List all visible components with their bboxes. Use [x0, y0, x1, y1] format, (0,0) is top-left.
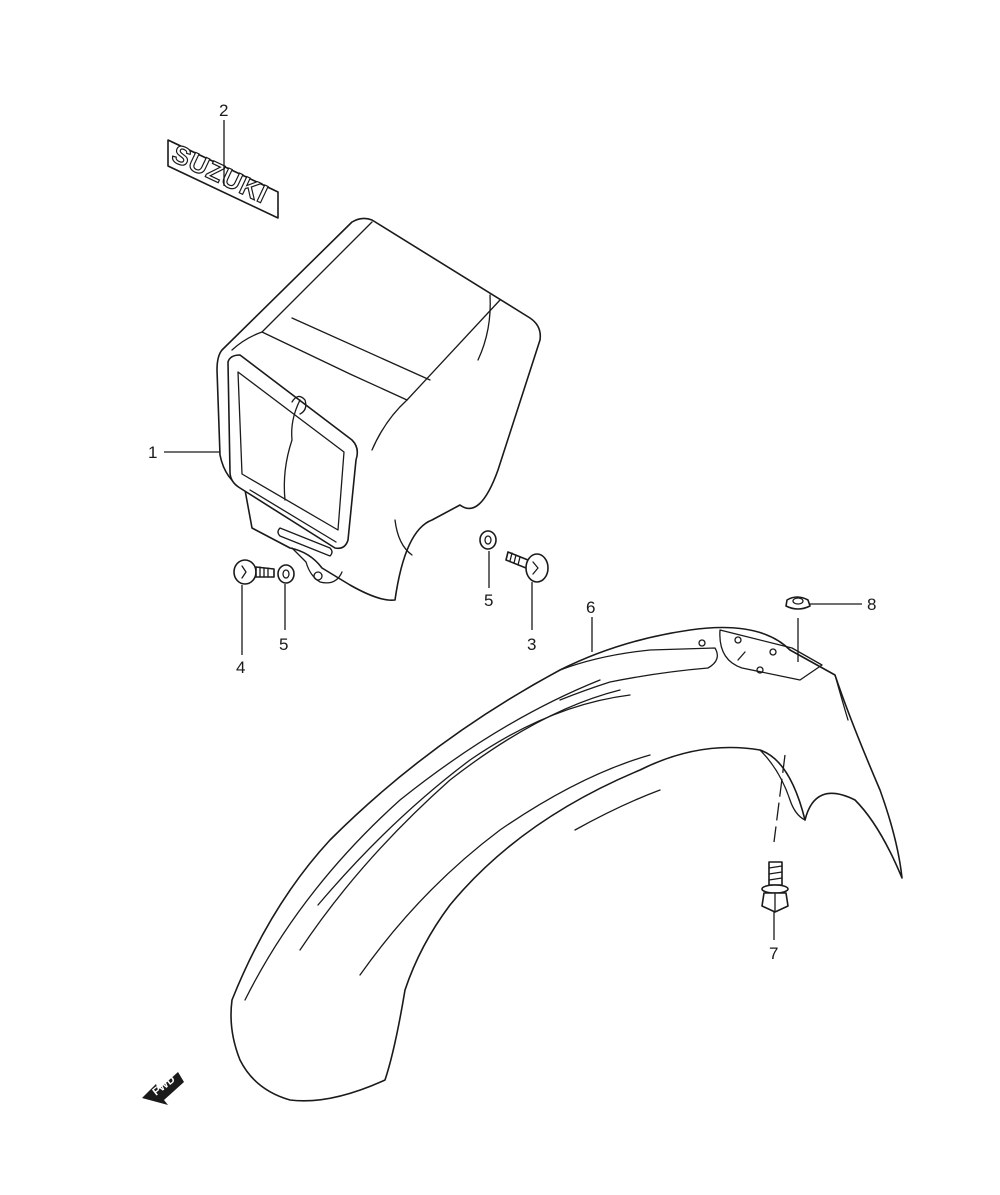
callout-5-left: 5 [279, 635, 288, 654]
washer-5-left [277, 564, 295, 584]
callout-7: 7 [769, 944, 778, 963]
callout-numbers: 2 1 4 5 5 3 6 8 7 [148, 101, 876, 963]
bolt-4 [233, 559, 275, 585]
front-fender [230, 626, 903, 1102]
suzuki-emblem: SUZUKI [167, 138, 279, 219]
callout-8: 8 [867, 595, 876, 614]
callout-5-right: 5 [484, 591, 493, 610]
callout-1: 1 [148, 443, 157, 462]
headlight-cowl [216, 217, 542, 602]
nut-8 [785, 596, 811, 610]
callout-2: 2 [219, 101, 228, 120]
bolt-7 [761, 861, 789, 913]
bolt-3 [505, 551, 549, 583]
forward-direction-arrow: FWD [142, 1072, 184, 1105]
leader-lines [164, 120, 862, 940]
callout-3: 3 [527, 635, 536, 654]
callout-6: 6 [586, 598, 595, 617]
washer-5-right [479, 530, 497, 550]
callout-4: 4 [236, 658, 245, 677]
